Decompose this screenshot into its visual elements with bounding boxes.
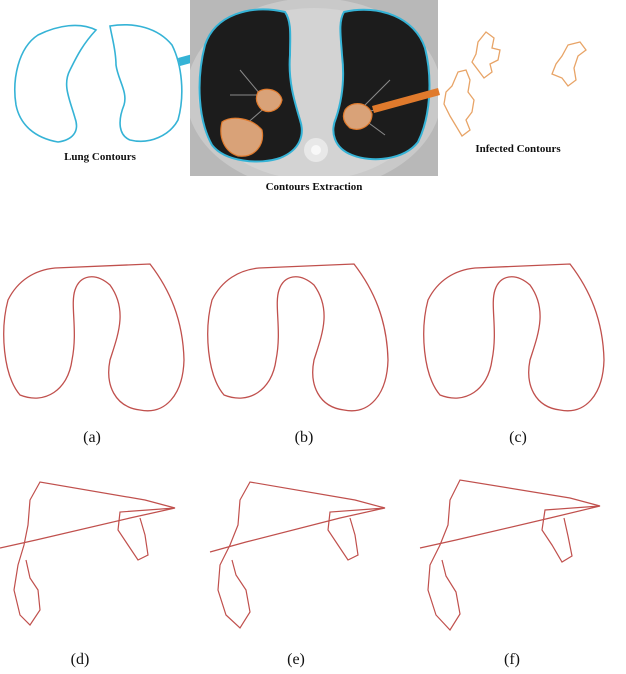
- ct-scan-image: [186, 0, 442, 190]
- infected-contour-2: [444, 70, 474, 136]
- panel-a-lung-contour: [4, 264, 184, 411]
- panel-f-infected-contour: [420, 480, 600, 630]
- label-f: (f): [504, 651, 520, 668]
- lung-contours-diagram: [15, 25, 182, 142]
- label-c: (c): [509, 429, 527, 446]
- panel-b-lung-contour: [208, 264, 388, 411]
- label-a: (a): [83, 429, 101, 446]
- contours-extraction-caption: Contours Extraction: [266, 181, 363, 193]
- infected-contour-1: [472, 32, 500, 78]
- label-b: (b): [295, 429, 314, 446]
- panel-c-lung-contour: [424, 264, 604, 411]
- infected-contours-diagram: [444, 32, 586, 136]
- label-d: (d): [71, 651, 90, 668]
- infected-contour-3: [552, 42, 586, 86]
- lung-contour-left: [15, 25, 96, 142]
- panel-e-infected-contour: [210, 482, 385, 628]
- lung-contours-caption: Lung Contours: [64, 151, 137, 163]
- infected-contours-caption: Infected Contours: [475, 143, 561, 155]
- panel-d-infected-contour: [0, 482, 175, 625]
- lung-contour-right: [110, 25, 182, 141]
- label-e: (e): [287, 651, 305, 668]
